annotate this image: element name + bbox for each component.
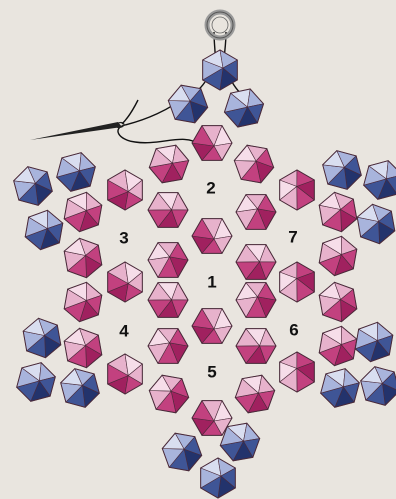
- label-3: 3: [119, 228, 128, 247]
- label-5: 5: [207, 362, 216, 381]
- label-4: 4: [119, 321, 129, 340]
- label-1: 1: [207, 272, 216, 291]
- label-2: 2: [206, 178, 215, 197]
- label-7: 7: [288, 227, 297, 246]
- label-6: 6: [289, 320, 298, 339]
